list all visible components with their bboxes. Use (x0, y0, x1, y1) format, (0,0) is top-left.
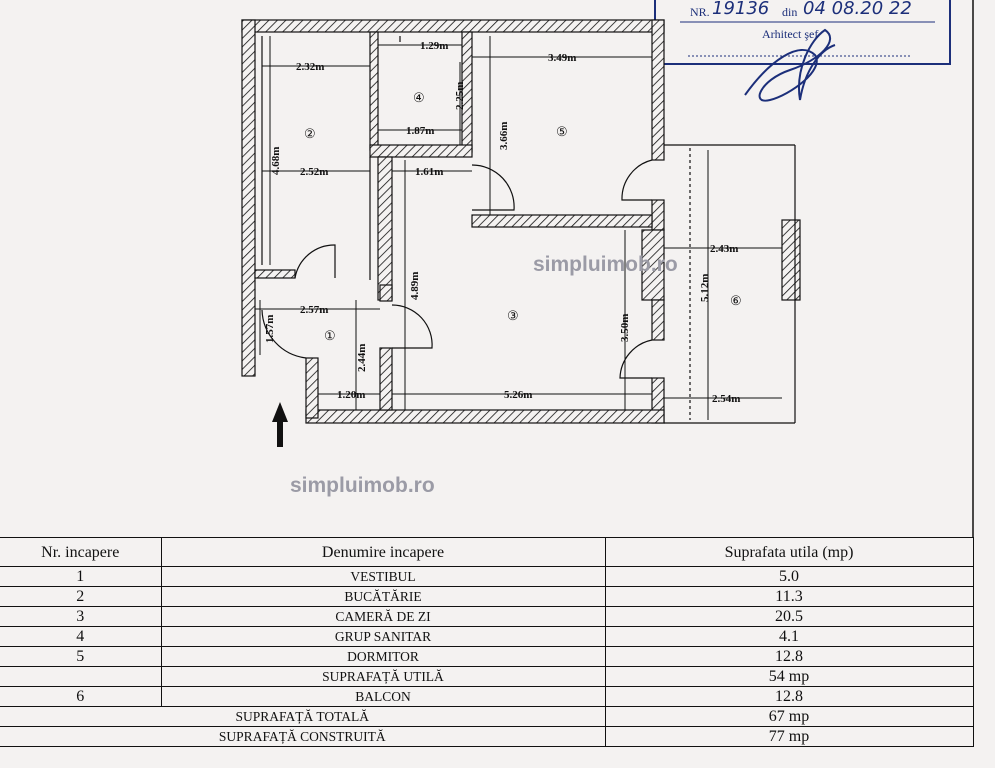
table-row: 5 DORMITOR 12.8 (0, 646, 974, 667)
dimension-label: 2.54m (712, 393, 740, 405)
row-name: CAMERĂ DE ZI (160, 606, 606, 627)
room-number-5: ⑤ (556, 124, 568, 139)
total-area: 67 mp (604, 706, 974, 727)
doors (261, 159, 653, 379)
dimension-label: 4.68m (270, 147, 282, 175)
row-nr: 1 (0, 566, 162, 587)
dimension-label: 2.32m (296, 61, 324, 73)
dimension-label: 3.66m (498, 122, 510, 150)
thin-lines (261, 36, 796, 424)
dimension-label: 1.57m (264, 315, 276, 343)
header-nr: Nr. incapere (0, 537, 162, 567)
dimension-label: 2.52m (300, 166, 328, 178)
dimension-label: 3.50m (619, 314, 631, 342)
header-area: Suprafata utila (mp) (604, 537, 974, 567)
dimension-label: 2.43m (710, 243, 738, 255)
approval-stamp: NR. 19136 din 04 08.20 22 Arhitect şef (654, 0, 951, 102)
entrance-arrow-icon (272, 402, 288, 447)
total-area: 77 mp (604, 726, 974, 747)
watermark: simpluimob.ro (533, 253, 678, 276)
header-name: Denumire incapere (160, 537, 606, 567)
row-nr: 2 (0, 586, 162, 607)
stamp-nr-label: NR. (690, 5, 710, 19)
room-numbers: ① ② ③ ④ ⑤ ⑥ (304, 90, 742, 343)
table-row: 2 BUCĂTĂRIE 11.3 (0, 586, 974, 607)
table-row: 4 GRUP SANITAR 4.1 (0, 626, 974, 647)
stamp-role: Arhitect şef (762, 27, 818, 41)
room-number-1: ① (324, 328, 336, 343)
table-total-row: SUPRAFAȚĂ TOTALĂ 67 mp (0, 706, 974, 727)
floor-plan: NR. 19136 din 04 08.20 22 Arhitect şef (241, 0, 974, 537)
walls (241, 19, 801, 424)
dimension-label: 2.25m (454, 82, 466, 110)
row-nr: 3 (0, 606, 162, 627)
dimension-label: 2.57m (300, 304, 328, 316)
row-nr: 5 (0, 646, 162, 667)
row-name: BUCĂTĂRIE (160, 586, 606, 607)
row-area: 11.3 (604, 586, 974, 607)
row-name: BALCON (160, 686, 606, 707)
table-row: 1 VESTIBUL 5.0 (0, 566, 974, 587)
room-number-3: ③ (507, 308, 519, 323)
row-nr: 6 (0, 686, 162, 707)
dimension-label: 1.29m (420, 40, 448, 52)
row-name: DORMITOR (160, 646, 606, 667)
dimension-label: 1.20m (337, 389, 365, 401)
row-name: SUPRAFAȚĂ UTILĂ (160, 666, 606, 687)
stamp-nr-value: 19136 (712, 0, 769, 19)
room-number-4: ④ (413, 90, 425, 105)
room-number-2: ② (304, 126, 316, 141)
row-name: GRUP SANITAR (160, 626, 606, 647)
table-row: 6 BALCON 12.8 (0, 686, 974, 707)
room-number-6: ⑥ (730, 293, 742, 308)
row-nr (0, 666, 162, 687)
dimension-label: 3.49m (548, 52, 576, 64)
dimension-label: 5.12m (699, 274, 711, 302)
dimension-label: 1.61m (415, 166, 443, 178)
table-row: SUPRAFAȚĂ UTILĂ 54 mp (0, 666, 974, 687)
total-name: SUPRAFAȚĂ TOTALĂ (0, 706, 606, 727)
table-row: 3 CAMERĂ DE ZI 20.5 (0, 606, 974, 627)
dimension-labels: 2.32m 1.29m 3.49m 2.25m 1.87m 3.66m 4.68… (264, 40, 740, 405)
signature-mark (744, 28, 836, 102)
dimension-label: 2.44m (356, 344, 368, 372)
area-table: Nr. incapere Denumire incapere Suprafata… (0, 537, 974, 747)
table-total-row: SUPRAFAȚĂ CONSTRUITĂ 77 mp (0, 726, 974, 747)
watermark: simpluimob.ro (290, 474, 435, 497)
dimension-label: 5.26m (504, 389, 532, 401)
row-area: 5.0 (604, 566, 974, 587)
row-area: 12.8 (604, 646, 974, 667)
stamp-din-label: din (782, 5, 797, 19)
row-area: 4.1 (604, 626, 974, 647)
row-name: VESTIBUL (160, 566, 606, 587)
row-nr: 4 (0, 626, 162, 647)
total-name: SUPRAFAȚĂ CONSTRUITĂ (0, 726, 606, 747)
dimension-lines (255, 36, 782, 420)
row-area: 54 mp (604, 666, 974, 687)
stamp-date-value: 04 08.20 22 (803, 0, 912, 19)
row-area: 12.8 (604, 686, 974, 707)
row-area: 20.5 (604, 606, 974, 627)
dimension-label: 1.87m (406, 125, 434, 137)
table-header-row: Nr. incapere Denumire incapere Suprafata… (0, 537, 974, 567)
dimension-label: 4.89m (409, 272, 421, 300)
